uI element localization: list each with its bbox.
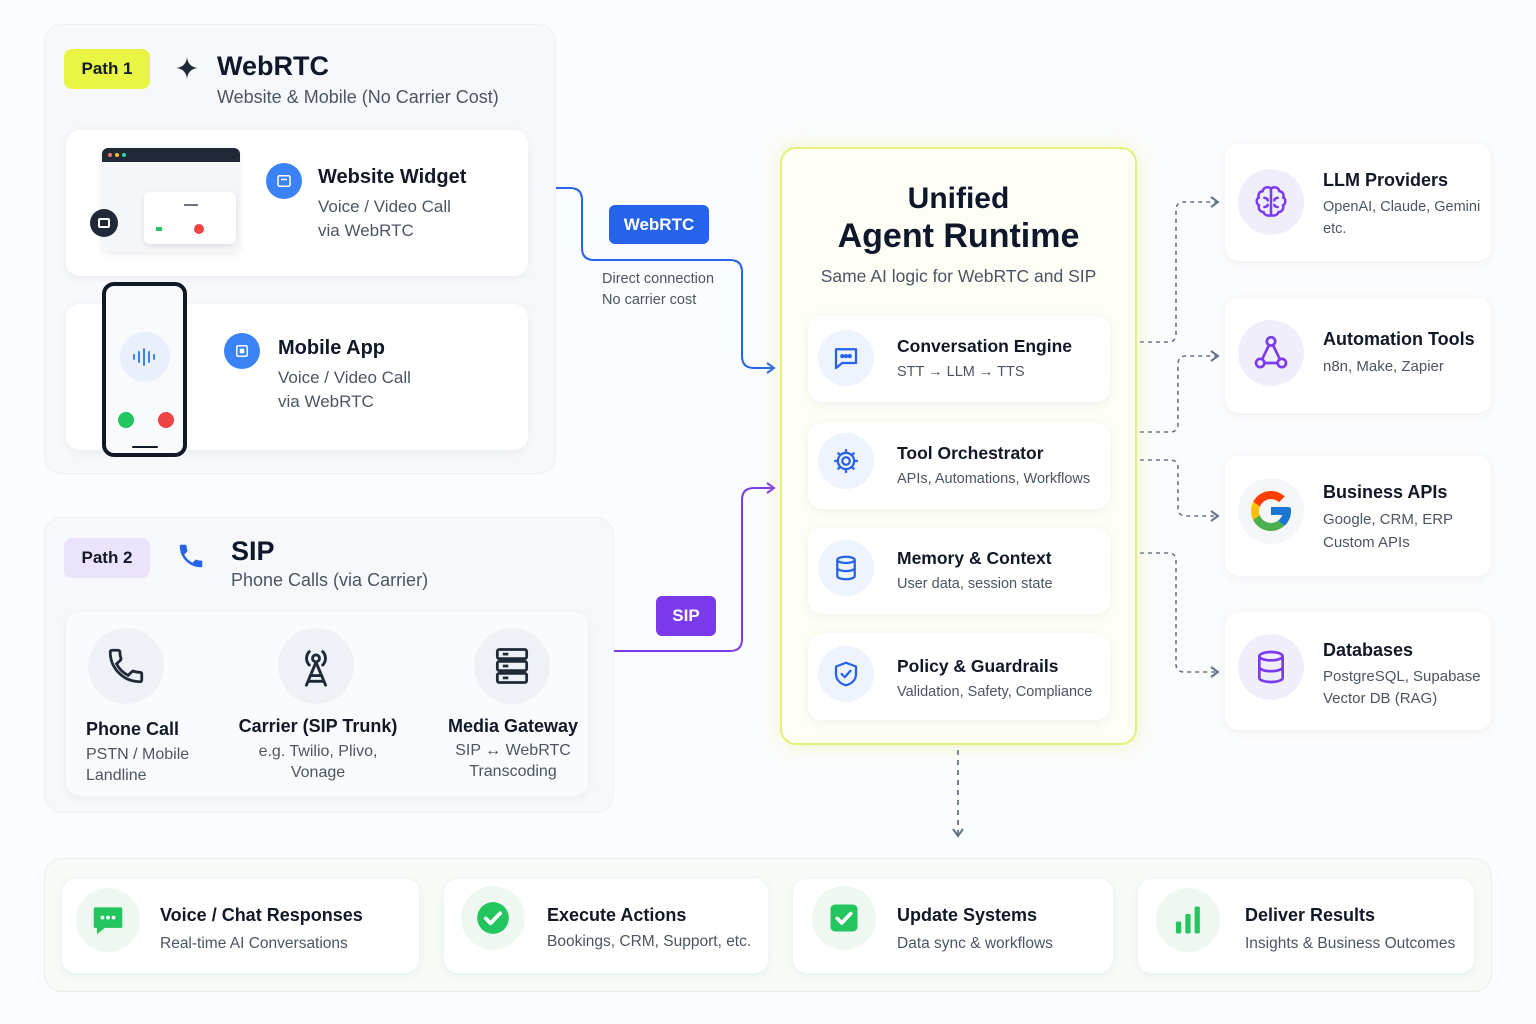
- memory-context-desc: User data, session state: [897, 576, 1053, 592]
- automation-connector: [1140, 350, 1220, 433]
- runtime-title-line2: Agent Runtime: [837, 217, 1080, 255]
- step-phone-call-line2: Landline: [86, 767, 147, 784]
- workflow-icon: [1238, 320, 1304, 386]
- mobile-app-icon: [224, 333, 260, 369]
- tool-orchestrator-desc: APIs, Automations, Workflows: [897, 471, 1091, 487]
- phone-mockup: [102, 282, 187, 457]
- browser-mockup: [102, 148, 240, 252]
- business-connector: [1140, 459, 1220, 522]
- path1-title: WebRTC: [217, 51, 329, 81]
- webrtc-badge: WebRTC: [609, 205, 709, 244]
- output-update-title: Update Systems: [897, 905, 1038, 925]
- path1-tag: Path 1: [64, 49, 150, 89]
- website-widget-icon: [266, 163, 302, 199]
- conversation-engine-desc: STT → LLM → TTS: [897, 364, 1025, 380]
- mobile-app-line2: via WebRTC: [278, 392, 374, 411]
- path2-title: SIP: [231, 536, 275, 566]
- business-apis-line1: Google, CRM, ERP: [1323, 511, 1454, 528]
- step-phone-call-title: Phone Call: [86, 719, 180, 739]
- step-gateway-line1: SIP ↔ WebRTC: [455, 742, 571, 759]
- output-actions-title: Execute Actions: [547, 905, 687, 925]
- business-apis-title: Business APIs: [1323, 482, 1448, 502]
- databases-title: Databases: [1323, 640, 1414, 660]
- memory-context-title: Memory & Context: [897, 548, 1052, 568]
- step-carrier-line2: Vonage: [290, 764, 346, 781]
- mobile-app-title: Mobile App: [278, 337, 386, 359]
- database-icon: [818, 540, 874, 596]
- chat-icon: [818, 330, 874, 386]
- phone-call-icon: [88, 628, 164, 704]
- output-voice-desc: Real-time AI Conversations: [160, 935, 348, 952]
- step-carrier-title: Carrier (SIP Trunk): [238, 716, 398, 736]
- website-widget-line2: via WebRTC: [318, 221, 414, 240]
- check-circle-icon: [461, 886, 525, 950]
- databases-line2: Vector DB (RAG): [1323, 690, 1438, 707]
- automation-tools-line1: n8n, Make, Zapier: [1323, 358, 1444, 375]
- webrtc-note-line1: Direct connection: [602, 271, 715, 287]
- policy-guardrails-title: Policy & Guardrails: [897, 656, 1059, 676]
- conversation-engine-title: Conversation Engine: [897, 336, 1073, 356]
- path1-subtitle: Website & Mobile (No Carrier Cost): [217, 87, 499, 107]
- webrtc-note-line2: No carrier cost: [602, 292, 697, 308]
- path2-tag: Path 2: [64, 538, 150, 578]
- llm-providers-line2: etc.: [1323, 221, 1347, 237]
- step-gateway-title: Media Gateway: [447, 716, 579, 736]
- gear-icon: [818, 433, 874, 489]
- llm-providers-line1: OpenAI, Claude, Gemini: [1323, 199, 1481, 215]
- brain-icon: [1238, 169, 1304, 235]
- output-update-desc: Data sync & workflows: [897, 935, 1053, 952]
- check-square-icon: [812, 886, 876, 950]
- webrtc-connector: [530, 187, 776, 374]
- server-icon: [474, 628, 550, 704]
- bar-chart-icon: [1156, 888, 1220, 952]
- google-icon: [1238, 478, 1304, 544]
- llm-providers-title: LLM Providers: [1323, 170, 1449, 190]
- output-voice-title: Voice / Chat Responses: [160, 905, 363, 925]
- step-gateway-line2: Transcoding: [469, 763, 557, 780]
- databases-line1: PostgreSQL, Supabase: [1323, 668, 1481, 685]
- antenna-icon: [278, 628, 354, 704]
- database-icon: [1238, 634, 1304, 700]
- phone-icon: [179, 544, 203, 568]
- step-carrier-line1: e.g. Twilio, Plivo,: [258, 743, 378, 760]
- step-phone-call-line1: PSTN / Mobile: [86, 746, 190, 763]
- runtime-subtitle: Same AI logic for WebRTC and SIP: [820, 266, 1097, 286]
- output-actions-desc: Bookings, CRM, Support, etc.: [547, 933, 752, 950]
- shield-icon: [818, 646, 874, 702]
- database-connector: [1140, 552, 1220, 678]
- policy-guardrails-desc: Validation, Safety, Compliance: [897, 684, 1093, 700]
- widget-chat-icon: [90, 209, 118, 237]
- path2-subtitle: Phone Calls (via Carrier): [231, 570, 429, 590]
- llm-connector: [1140, 196, 1220, 343]
- output-results-desc: Insights & Business Outcomes: [1245, 935, 1456, 952]
- business-apis-line2: Custom APIs: [1323, 534, 1410, 551]
- website-widget-title: Website Widget: [318, 166, 467, 188]
- sip-connector: [590, 482, 776, 652]
- chat-bubble-icon: [76, 888, 140, 952]
- runtime-title-line1: Unified: [907, 182, 1010, 215]
- mobile-app-line1: Voice / Video Call: [278, 368, 411, 387]
- tool-orchestrator-title: Tool Orchestrator: [897, 443, 1044, 463]
- website-widget-line1: Voice / Video Call: [318, 197, 451, 216]
- sparkle-icon: [176, 57, 198, 79]
- output-results-title: Deliver Results: [1245, 905, 1376, 925]
- automation-tools-title: Automation Tools: [1323, 329, 1475, 349]
- sip-badge: SIP: [656, 596, 716, 636]
